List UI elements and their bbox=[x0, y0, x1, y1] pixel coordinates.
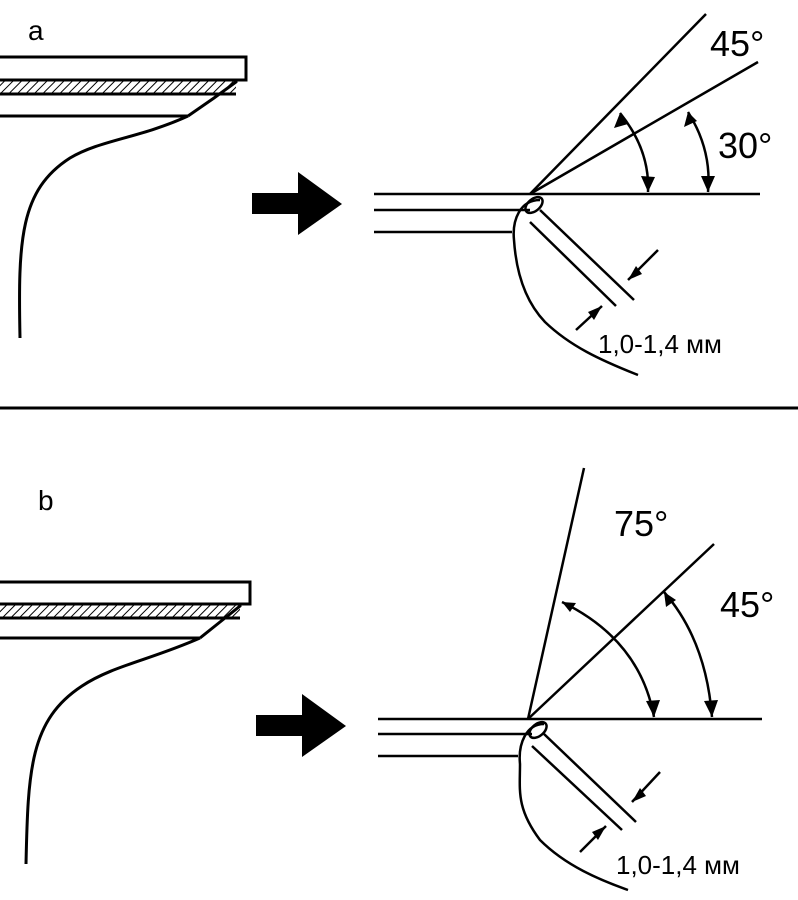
panel-b-seat-width-label: 1,0-1,4 мм bbox=[616, 850, 740, 880]
panel-b-angle-arc-inner bbox=[663, 591, 714, 718]
panel-b-angle-inner-label: 45° bbox=[720, 584, 774, 625]
panel-a-ray-outer bbox=[529, 13, 707, 195]
panel-b-ray-outer bbox=[526, 467, 586, 720]
panel-a-seat-hatch bbox=[0, 80, 236, 94]
panel-a-seat-profile bbox=[374, 13, 760, 377]
panel-b-arrowheads bbox=[562, 592, 718, 840]
panel-b-seat-profile bbox=[378, 467, 762, 892]
panel-b-label: b bbox=[38, 485, 54, 516]
panel-b-arrow-icon bbox=[256, 694, 346, 757]
panel-a-label: a bbox=[28, 15, 44, 46]
panel-a-valve-head bbox=[0, 55, 248, 339]
panel-b-seat-hatch bbox=[0, 604, 240, 618]
panel-a-seat-width-label: 1,0-1,4 мм bbox=[598, 329, 722, 359]
panel-a-arrowheads bbox=[588, 112, 715, 320]
panel-b-angle-arc-outer bbox=[561, 600, 656, 718]
panel-a-valve-stem-curve bbox=[18, 114, 189, 339]
panel-b: b bbox=[0, 467, 774, 892]
panel-a: a bbox=[0, 13, 772, 377]
panel-a-angle-outer-label: 45° bbox=[710, 23, 764, 64]
panel-b-angle-outer-label: 75° bbox=[614, 503, 668, 544]
panel-a-arrow-icon bbox=[252, 172, 342, 235]
panel-a-angle-inner-label: 30° bbox=[718, 125, 772, 166]
panel-b-valve-stem-curve bbox=[24, 636, 201, 865]
panel-b-valve-head bbox=[0, 580, 252, 865]
panel-b-ray-inner bbox=[527, 543, 715, 720]
panel-a-ray-inner bbox=[529, 60, 759, 196]
